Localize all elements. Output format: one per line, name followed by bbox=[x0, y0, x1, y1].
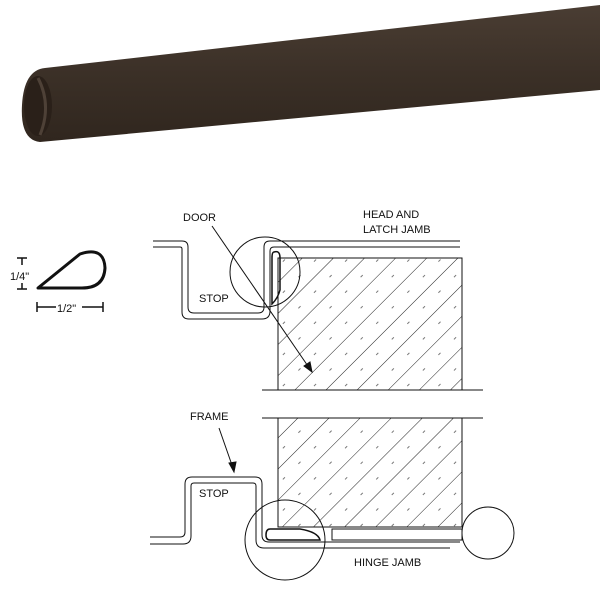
width-dimension-label: 1/2" bbox=[57, 303, 76, 315]
profile-dimension: 1/4" 1/2" bbox=[10, 250, 107, 315]
hinge-jamb-label: HINGE JAMB bbox=[354, 557, 421, 569]
door-label: DOOR bbox=[183, 212, 216, 224]
stop-label-upper: STOP bbox=[199, 293, 229, 305]
weatherstrip-tube bbox=[21, 5, 600, 142]
hinge-jamb-detail bbox=[150, 417, 515, 581]
height-dimension-label: 1/4" bbox=[10, 271, 29, 283]
head-latch-jamb-label-line2: LATCH JAMB bbox=[363, 224, 431, 236]
head-latch-jamb-label-line1: HEAD AND bbox=[363, 209, 419, 221]
frame-label: FRAME bbox=[190, 411, 229, 423]
head-latch-jamb-detail bbox=[153, 225, 483, 419]
stop-label-lower: STOP bbox=[199, 488, 229, 500]
